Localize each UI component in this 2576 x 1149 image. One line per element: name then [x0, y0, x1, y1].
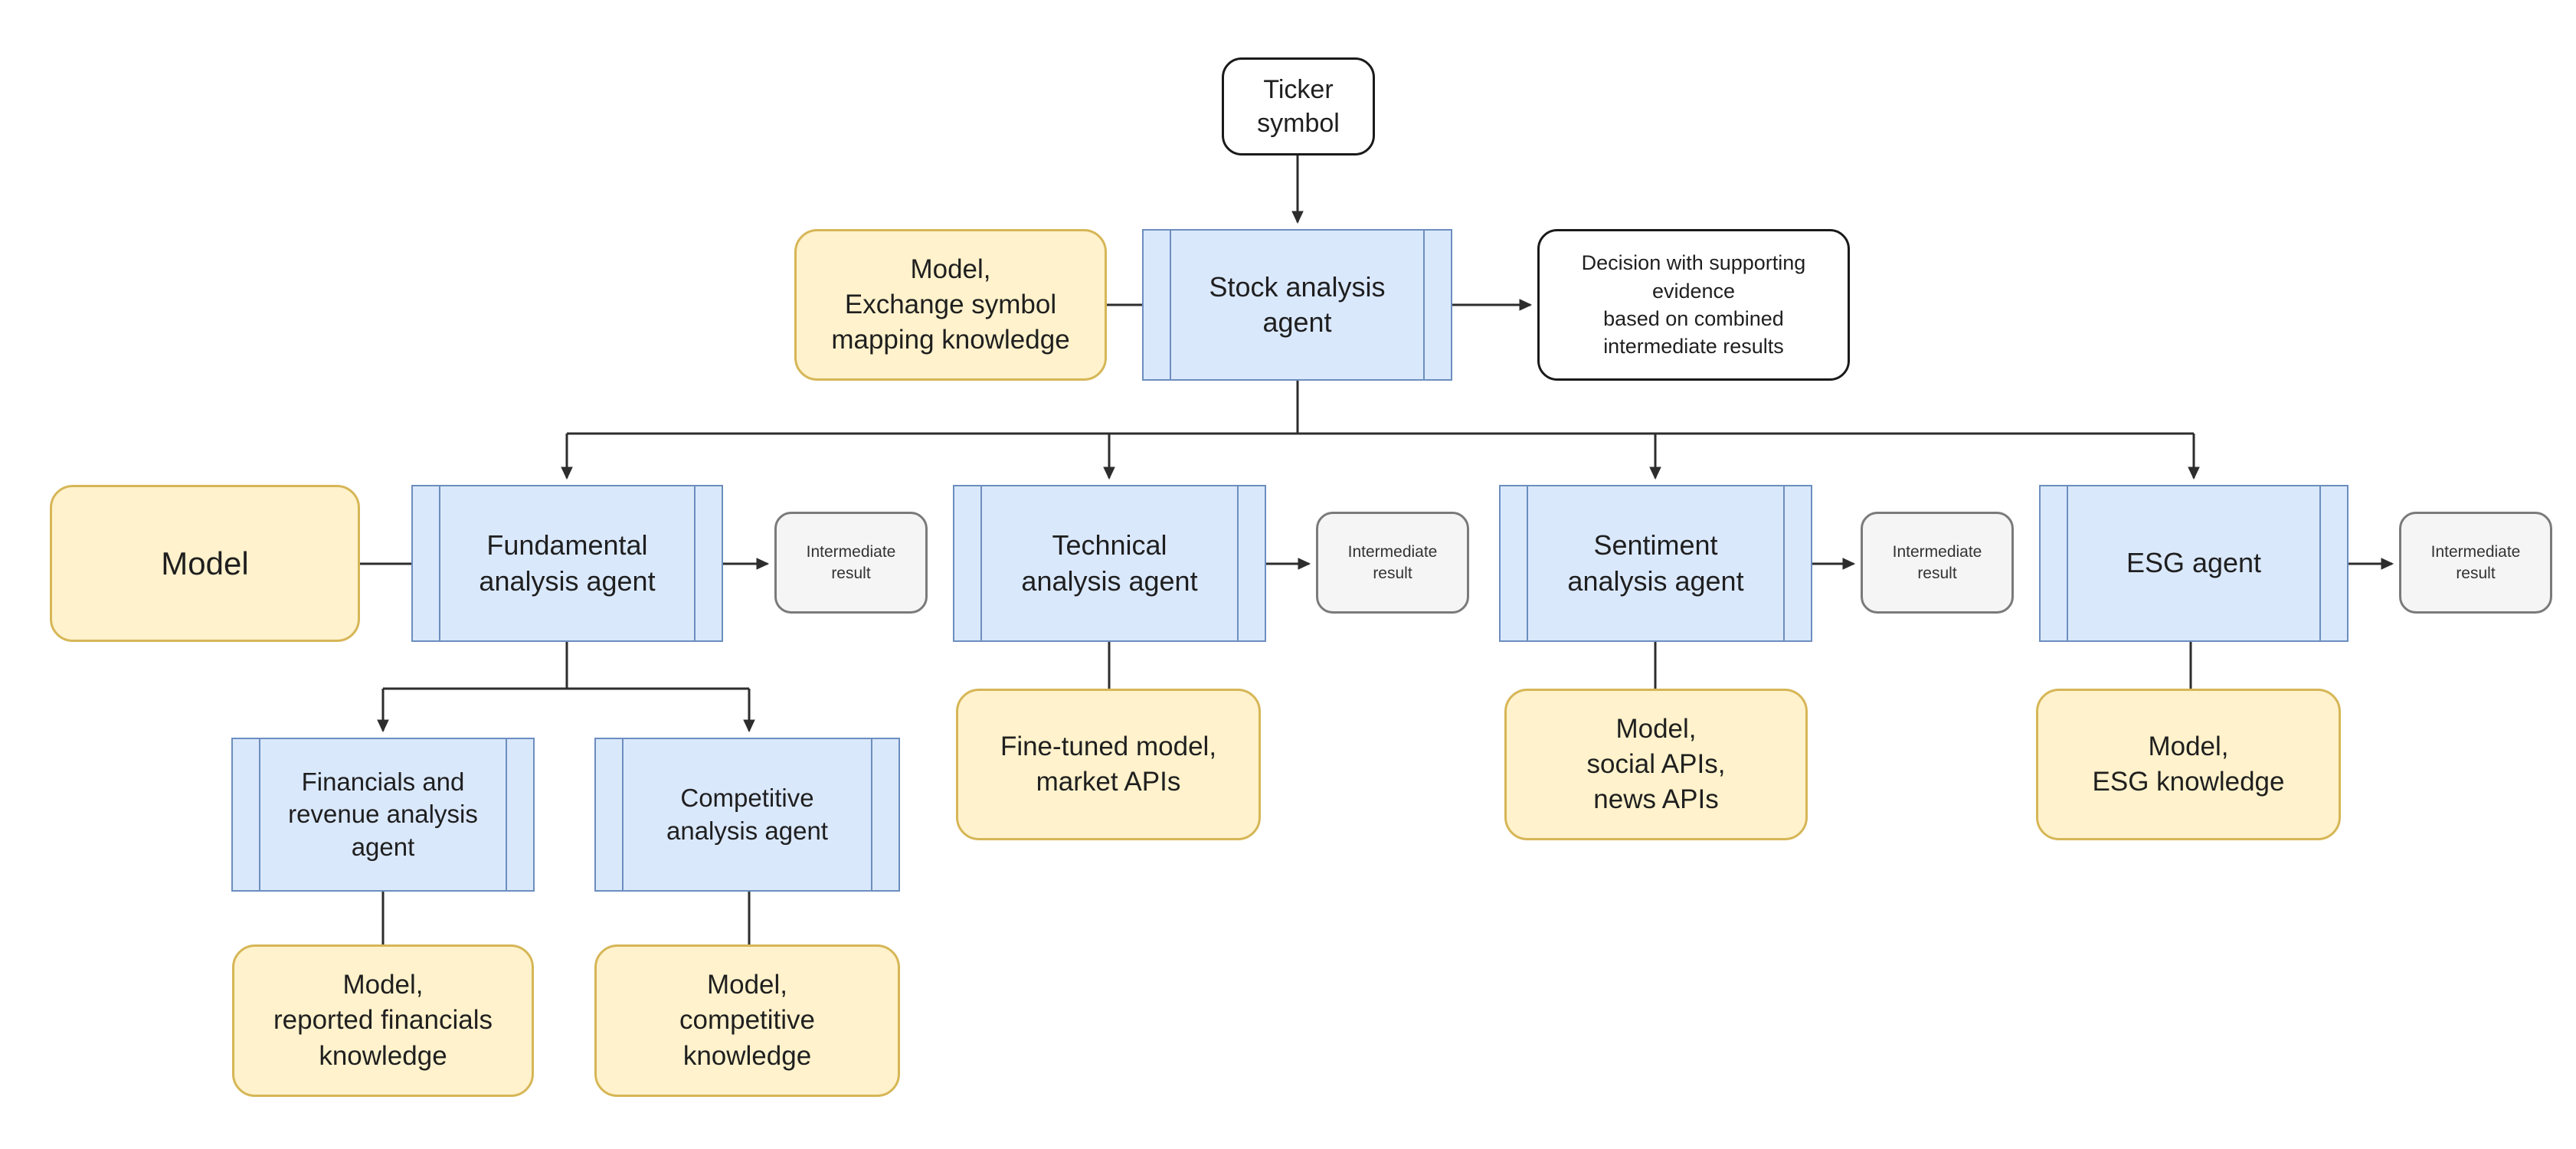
node-competitive-knowledge: Model, competitive knowledge — [594, 944, 900, 1097]
node-label: Fundamental analysis agent — [479, 529, 656, 597]
node-fundamental-analysis-agent: Fundamental analysis agent — [411, 485, 723, 642]
node-ticker-symbol: Ticker symbol — [1222, 57, 1375, 155]
process-strip-right — [871, 739, 872, 890]
process-strip-right — [694, 486, 696, 640]
node-label: Intermediate result — [806, 543, 896, 582]
node-stock-analysis-agent: Stock analysis agent — [1142, 229, 1452, 381]
node-label: Stock analysis agent — [1209, 270, 1386, 338]
process-strip-left — [1170, 231, 1171, 379]
node-esg-knowledge: Model, ESG knowledge — [2036, 689, 2341, 840]
node-intermediate-result-1: Intermediate result — [774, 512, 928, 614]
node-intermediate-result-4: Intermediate result — [2399, 512, 2552, 614]
process-strip-left — [439, 486, 440, 640]
node-label: ESG agent — [2126, 547, 2262, 579]
edge-stock-agent-distribution-bus — [567, 381, 2194, 435]
node-esg-agent: ESG agent — [2039, 485, 2349, 642]
node-label: Model, social APIs, news APIs — [1586, 713, 1726, 815]
node-label: Decision with supporting evidence based … — [1581, 251, 1806, 358]
node-label: Competitive analysis agent — [666, 784, 828, 845]
node-label: Fine-tuned model, market APIs — [1000, 731, 1217, 797]
node-label: Financials and revenue analysis agent — [288, 768, 478, 861]
node-sentiment-analysis-agent: Sentiment analysis agent — [1499, 485, 1812, 642]
node-model-exchange-knowledge: Model, Exchange symbol mapping knowledge — [794, 229, 1107, 381]
node-label: Intermediate result — [2430, 543, 2521, 582]
node-reported-financials-knowledge: Model, reported financials knowledge — [232, 944, 534, 1097]
process-strip-right — [1423, 231, 1425, 379]
node-label: Model, reported financials knowledge — [273, 970, 493, 1071]
node-label: Model, ESG knowledge — [2092, 731, 2285, 797]
node-decision-output: Decision with supporting evidence based … — [1537, 229, 1850, 381]
node-model-knowledge: Model — [50, 485, 360, 642]
process-strip-right — [2319, 486, 2321, 640]
process-strip-left — [622, 739, 624, 890]
node-label: Sentiment analysis agent — [1567, 529, 1744, 597]
node-social-news-apis-knowledge: Model, social APIs, news APIs — [1504, 689, 1808, 840]
node-intermediate-result-3: Intermediate result — [1861, 512, 2014, 614]
node-competitive-analysis-agent: Competitive analysis agent — [594, 738, 900, 892]
process-strip-left — [2067, 486, 2068, 640]
node-fine-tuned-model-knowledge: Fine-tuned model, market APIs — [956, 689, 1261, 840]
node-label: Intermediate result — [1347, 543, 1438, 582]
process-strip-right — [1783, 486, 1785, 640]
process-strip-right — [1237, 486, 1239, 640]
node-financials-revenue-analysis-agent: Financials and revenue analysis agent — [231, 738, 535, 892]
edge-fundamental-distribution-bus — [383, 642, 749, 690]
node-label: Technical analysis agent — [1021, 529, 1198, 597]
node-label: Model, competitive knowledge — [679, 970, 816, 1071]
process-strip-right — [506, 739, 507, 890]
node-label: Intermediate result — [1892, 543, 1982, 582]
node-technical-analysis-agent: Technical analysis agent — [953, 485, 1266, 642]
node-label: Model — [161, 545, 249, 581]
node-label: Model, Exchange symbol mapping knowledge — [831, 254, 1070, 355]
process-strip-left — [1527, 486, 1528, 640]
process-strip-left — [980, 486, 982, 640]
node-intermediate-result-2: Intermediate result — [1316, 512, 1469, 614]
node-label: Ticker symbol — [1257, 74, 1340, 138]
process-strip-left — [259, 739, 260, 890]
